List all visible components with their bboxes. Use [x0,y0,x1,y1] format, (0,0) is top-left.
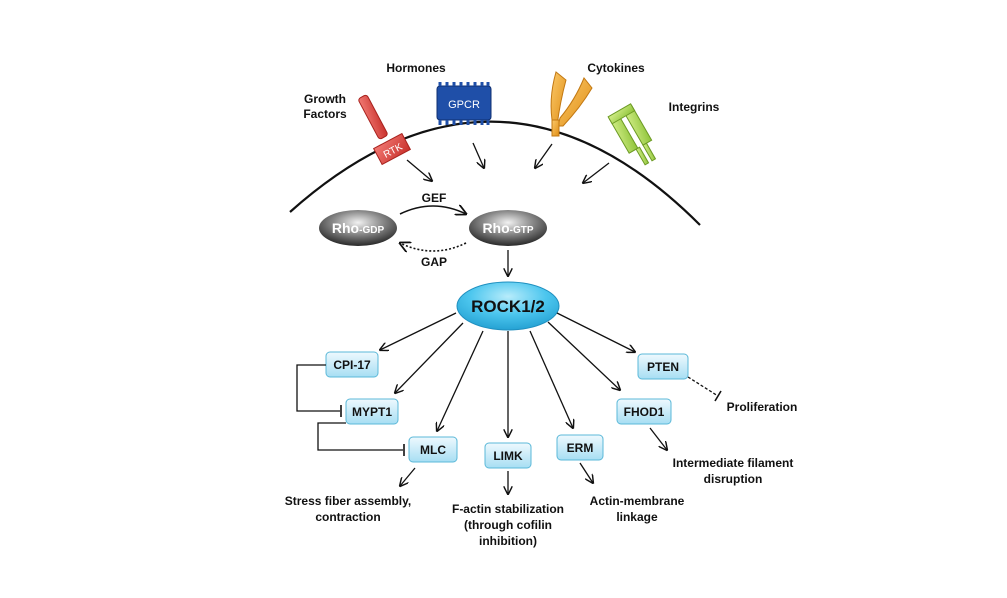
gef-label: GEF [422,191,447,205]
cpi17-label: CPI-17 [333,358,371,372]
rho-gdp-sub: -GDP [359,225,384,236]
pten-node: PTEN [637,353,689,380]
inhibit-cpi17-to-mypt1 [296,364,340,412]
limk-node: LIMK [484,442,532,469]
svg-text:Rho-GTP: Rho-GTP [482,220,533,236]
stress-fiber-label-line1: Stress fiber assembly, [285,494,412,508]
arrow-gap [400,243,467,251]
inhibit-mypt1-to-mlc [317,422,403,451]
inhibit-pten-to-proliferation [687,376,719,397]
arrow-rock-to-pten [556,312,635,352]
rho-gtp-main: Rho [482,220,509,236]
arrow-fhod1-to-intermediate [649,427,667,450]
factin-label-line1: F-actin stabilization [452,502,564,516]
rock-node: ROCK1/2 [456,281,560,331]
arrow-gef [399,206,466,214]
cell-membrane [289,120,701,226]
mlc-node: MLC [408,436,458,463]
mlc-label: MLC [420,443,446,457]
pten-label: PTEN [647,360,679,374]
erm-node: ERM [556,434,604,461]
rho-gtp-sub: -GTP [510,225,534,236]
actin-membrane-label-line1: Actin-membrane [590,494,685,508]
integrins-label: Integrins [669,100,720,114]
actin-membrane-label-line2: linkage [616,510,658,524]
rock-label: ROCK1/2 [471,297,545,316]
rtk-receptor-icon: RTK [358,94,412,166]
arrow-rock-to-cpi17 [380,312,457,350]
growth-factors-label-line1: Growth [304,92,346,106]
arrow-rtk-to-rho [406,159,432,181]
stress-fiber-label-line2: contraction [315,510,380,524]
arrow-mlc-to-stress [400,467,416,486]
rho-gdp-main: Rho [332,220,359,236]
arrow-rock-to-erm [529,330,573,428]
arrow-rock-to-mlc [437,330,484,431]
rho-gdp-node: Rho-GDP [319,210,397,246]
arrow-integrin-to-rho [583,162,610,183]
gpcr-receptor-icon: GPCR [436,82,492,125]
hormones-label: Hormones [386,61,446,75]
inhibit-bar-proliferation [714,390,722,402]
cytokines-label: Cytokines [587,61,645,75]
fhod1-label: FHOD1 [624,405,665,419]
factin-label-line2: (through cofilin [464,518,552,532]
arrow-rock-to-mypt1 [395,322,464,393]
intermediate-filament-label-line1: Intermediate filament [673,456,794,470]
rho-gtp-node: Rho-GTP [469,210,547,246]
erm-label: ERM [567,441,594,455]
mypt1-node: MYPT1 [345,398,399,425]
arrow-rock-to-fhod1 [547,321,620,390]
proliferation-label: Proliferation [727,400,798,414]
arrow-cytokine-to-rho [535,143,553,168]
arrow-gpcr-to-rho [472,142,484,168]
svg-text:Rho-GDP: Rho-GDP [332,220,385,236]
cytokine-receptor-icon [550,71,593,137]
cpi17-node: CPI-17 [325,351,379,378]
factin-label-line3: inhibition) [479,534,537,548]
gap-label: GAP [421,255,447,269]
gpcr-label: GPCR [448,99,480,111]
integrin-receptor-icon [607,103,657,166]
fhod1-node: FHOD1 [616,398,672,425]
mypt1-label: MYPT1 [352,405,392,419]
arrow-erm-to-actin [579,462,593,483]
growth-factors-label-line2: Factors [303,107,347,121]
limk-label: LIMK [493,449,523,463]
intermediate-filament-label-line2: disruption [704,472,763,486]
